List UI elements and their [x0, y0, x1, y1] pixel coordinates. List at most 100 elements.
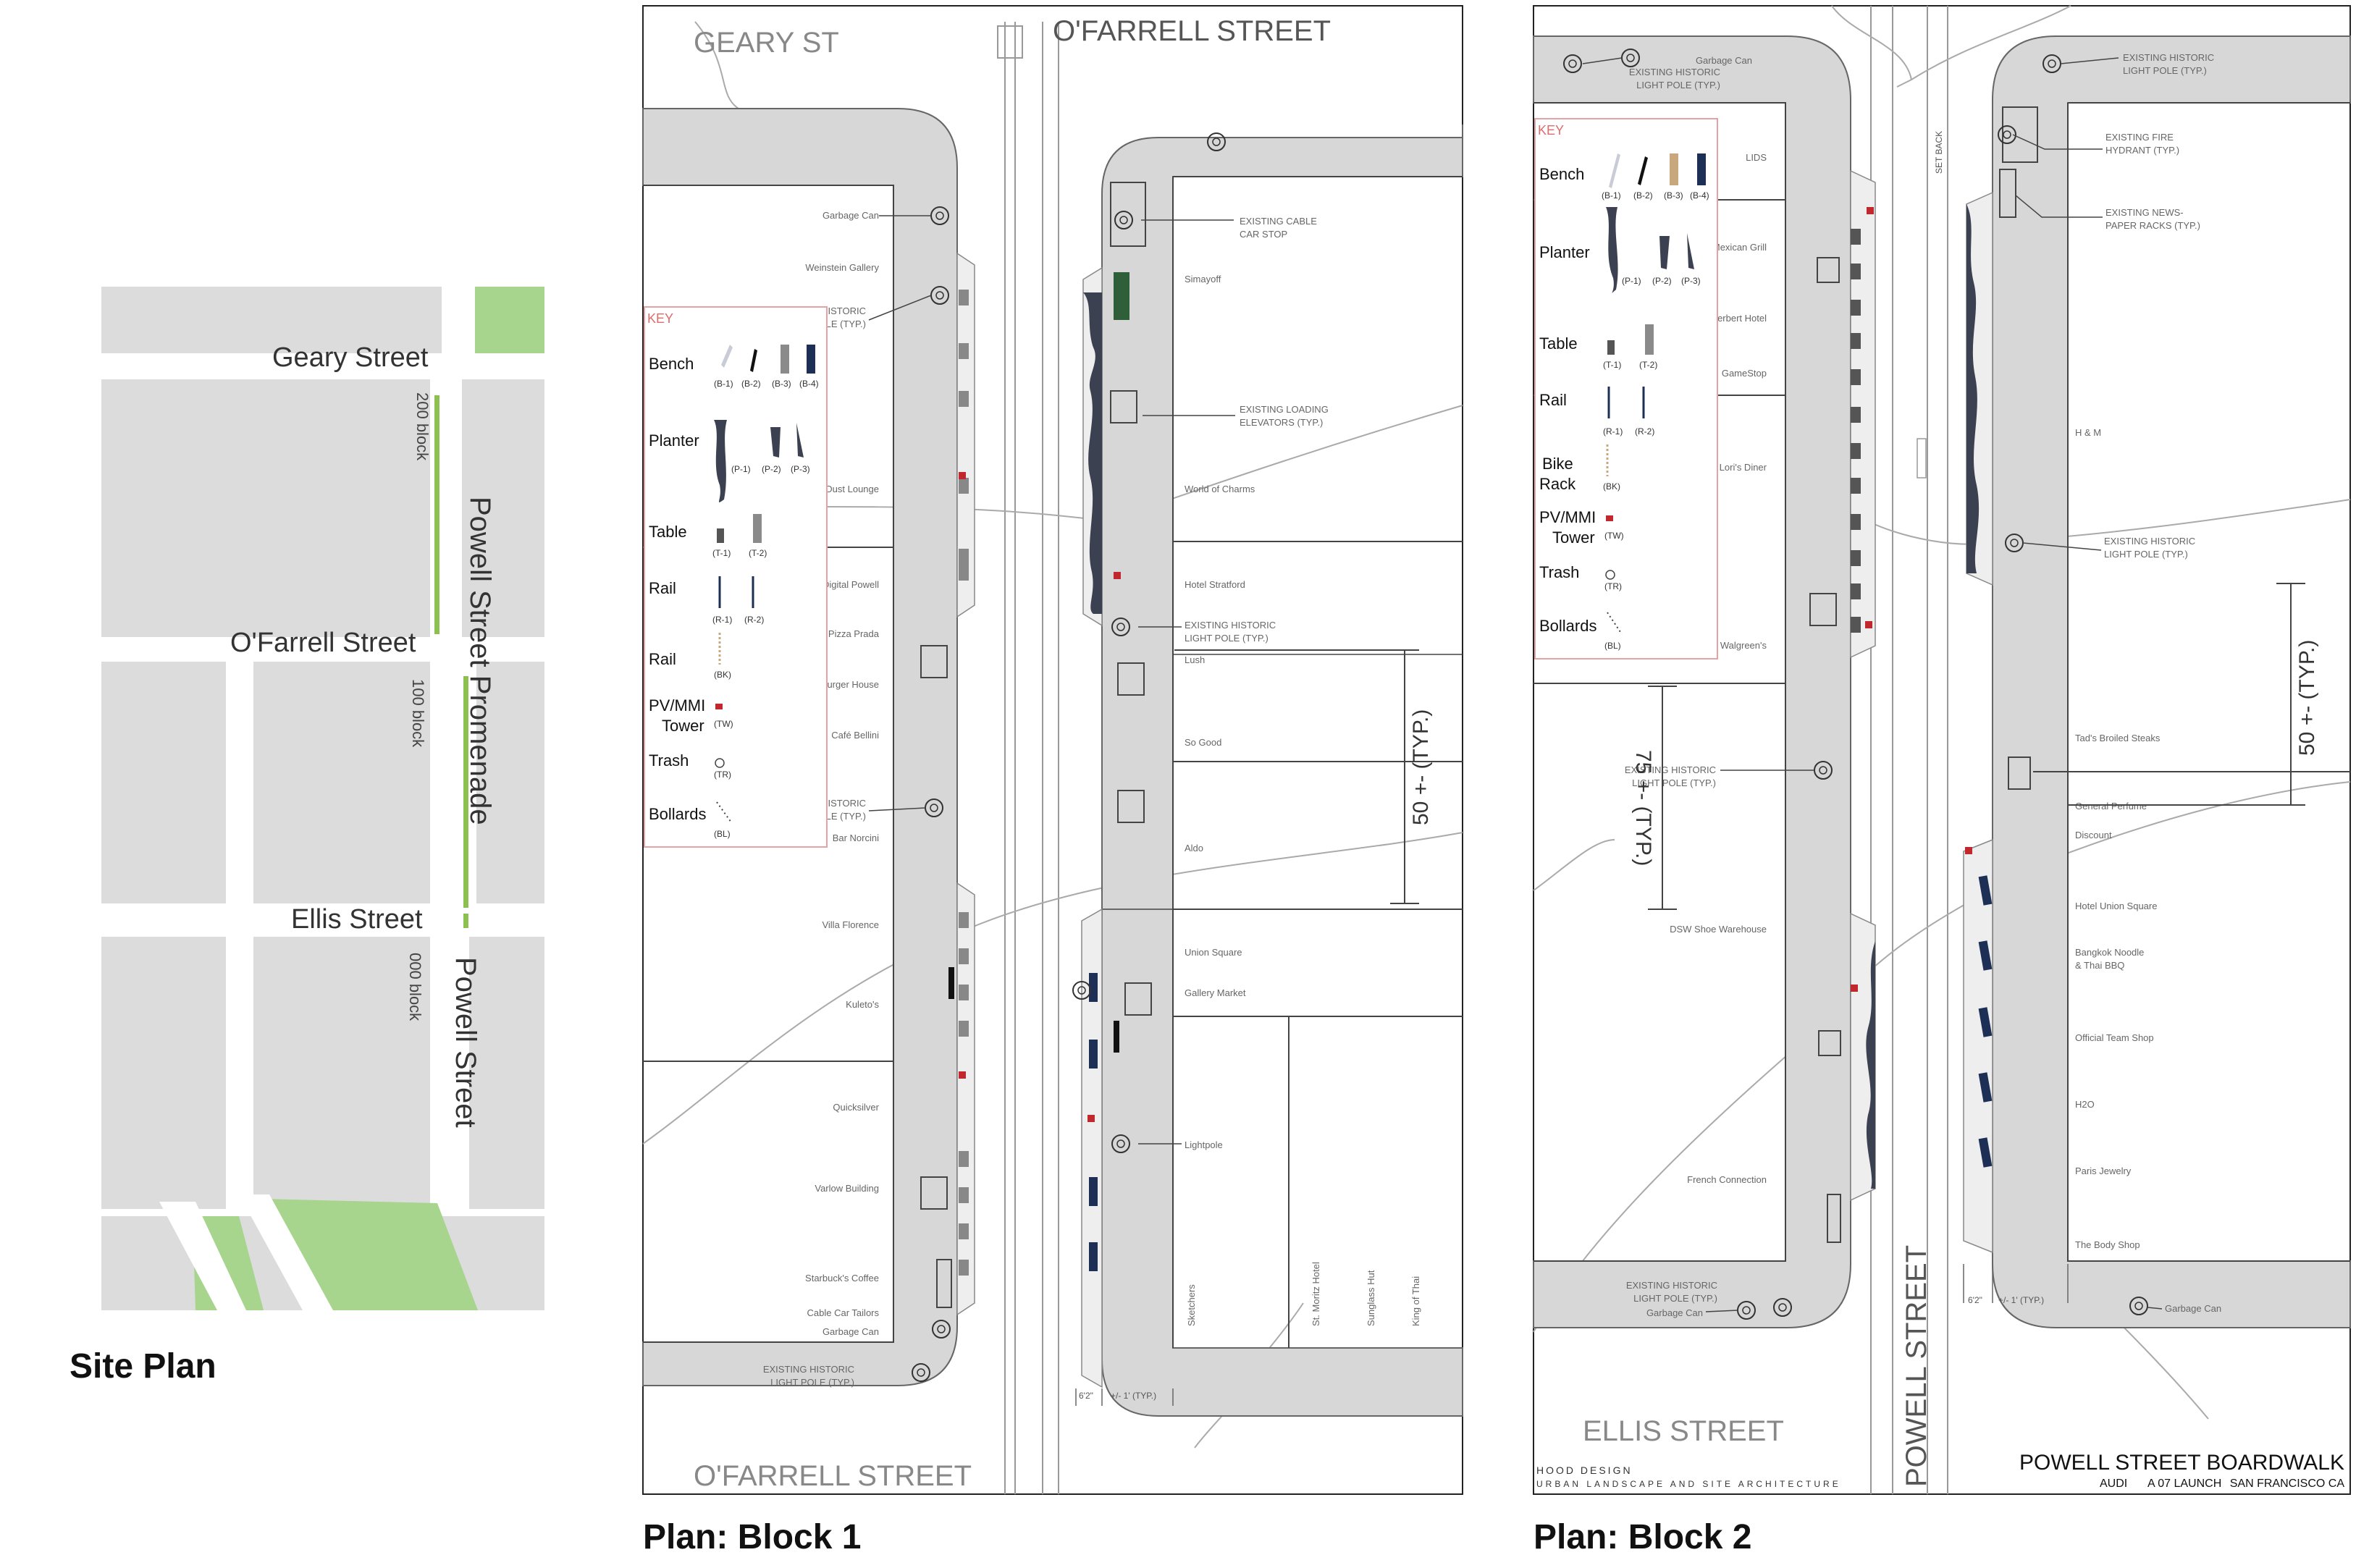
b1-dim-w62: 6'2": [1079, 1391, 1093, 1401]
b1-label-garbage2: Garbage Can: [823, 1326, 879, 1337]
b2-key-table: Table: [1539, 334, 1578, 353]
b1-label-hist3a: EXISTING HISTORIC: [763, 1364, 854, 1375]
b2-label-e-histmid2: LIGHT POLE (TYP.): [2104, 549, 2188, 560]
b2-dim-w62: 6'2": [1968, 1295, 1982, 1305]
b2-code-b3: (B-3): [1664, 190, 1683, 201]
b2-key-bike2: Rack: [1539, 475, 1576, 493]
b1-label-load1: EXISTING LOADING: [1240, 404, 1329, 415]
b1-label-lush: Lush: [1185, 654, 1205, 665]
promenade-line-100: [463, 676, 468, 908]
b1-label-cable1: EXISTING CABLE: [1240, 216, 1317, 227]
b2-label-lids: LIDS: [1746, 152, 1767, 163]
project-city: SAN FRANCISCO CA: [2230, 1478, 2345, 1490]
b2-key-bike1: Bike: [1542, 455, 1573, 473]
b1-label-digital: Digital Powell: [823, 579, 879, 590]
b1-label-charms: World of Charms: [1185, 484, 1255, 494]
block1-geary-label: GEARY ST: [694, 27, 839, 59]
b1-label-sogood: So Good: [1185, 737, 1221, 748]
b1-code-p2: (P-2): [762, 464, 781, 474]
b1-label-cafe: Café Bellini: [831, 730, 879, 741]
b2-label-e-garbage: Garbage Can: [2165, 1303, 2221, 1314]
b2-label-french: French Connection: [1687, 1174, 1767, 1185]
b2-code-r2: (R-2): [1635, 426, 1654, 437]
b1-dim-wtyp: +/- 1' (TYP.): [1111, 1391, 1156, 1401]
b2-label-gamestop: GameStop: [1722, 368, 1767, 379]
b2-dim-wtyp: +/- 1' (TYP.): [1998, 1295, 2044, 1305]
b1-label-stratford: Hotel Stratford: [1185, 579, 1245, 590]
street-label-ellis: Ellis Street: [291, 904, 423, 935]
b2-label-e-histmid1: EXISTING HISTORIC: [2104, 536, 2195, 547]
b1-code-b1: (B-1): [714, 379, 733, 389]
b1-label-pizza: Pizza Prada: [828, 628, 880, 639]
b1-key-title: KEY: [647, 311, 673, 326]
b2-code-t2: (T-2): [1639, 360, 1657, 370]
b1-label-kingthai: King of Thai: [1410, 1276, 1421, 1326]
block2-plan: ELLIS STREET POWELL STREET SET BACK Garb…: [1533, 5, 2351, 1495]
b2-dim-typ50: 50 +- (TYP.): [2295, 640, 2319, 756]
site-plan: Geary Street O'Farrell Street Ellis Stre…: [101, 287, 544, 1310]
b2-label-histbot2: LIGHT POLE (TYP.): [1633, 1293, 1717, 1304]
title-block: HOOD DESIGN URBAN LANDSCAPE AND SITE ARC…: [1536, 1451, 2344, 1490]
b2-label-union: Hotel Union Square: [2075, 901, 2157, 911]
b2-label-walgreen: Walgreen's: [1720, 640, 1767, 651]
b2-label-lori: Lori's Diner: [1720, 462, 1767, 473]
b1-label-cablecar: Cable Car Tailors: [807, 1307, 880, 1318]
promenade-line-200: [434, 395, 439, 634]
b1-label-sunglass: Sunglass Hut: [1366, 1270, 1376, 1326]
b2-key-title: KEY: [1538, 123, 1564, 138]
promenade-label: Powell Street Promenade: [464, 497, 496, 825]
b1-code-t2: (T-2): [749, 548, 767, 558]
powell-street-label: Powell Street: [450, 957, 481, 1128]
b2-code-tr: (TR): [1604, 581, 1622, 591]
b2-code-p2: (P-2): [1652, 276, 1672, 286]
b1-code-b4: (B-4): [799, 379, 819, 389]
b1-label-weinstein: Weinstein Gallery: [805, 262, 879, 273]
b1-label-hist3b: LIGHT POLE (TYP.): [770, 1377, 854, 1388]
b2-label-garbagebot: Garbage Can: [1646, 1307, 1703, 1318]
b1-label-starbucks: Starbuck's Coffee: [805, 1273, 879, 1284]
b2-dim-typ75: 75 +- (TYP.): [1631, 750, 1655, 866]
b1-code-r2: (R-2): [744, 615, 764, 625]
b2-label-news2: PAPER RACKS (TYP.): [2105, 220, 2200, 231]
b1-key-bollards: Bollards: [649, 805, 706, 823]
block1-ofarrell-bottom-label: O'FARRELL STREET: [694, 1460, 972, 1492]
b2-setback-label: SET BACK: [1934, 131, 1944, 174]
park-top-right: [475, 287, 544, 353]
b1-label-varlow: Varlow Building: [815, 1183, 879, 1194]
b1-key-pv2: Tower: [662, 717, 704, 735]
b2-code-b1: (B-1): [1602, 190, 1621, 201]
b2-label-histbot1: EXISTING HISTORIC: [1626, 1280, 1717, 1291]
b2-key-bollards: Bollards: [1539, 617, 1596, 635]
b2-code-t1: (T-1): [1603, 360, 1621, 370]
b2-label-tads: Tad's Broiled Steaks: [2075, 733, 2161, 743]
project-client: AUDI: [2100, 1478, 2127, 1490]
b1-code-p1: (P-1): [731, 464, 751, 474]
b2-key-trash: Trash: [1539, 563, 1579, 581]
b1-code-b2: (B-2): [741, 379, 761, 389]
b1-code-r1: (R-1): [712, 615, 732, 625]
b1-label-kuleto: Kuleto's: [846, 999, 879, 1010]
b1-key-trash: Trash: [649, 751, 689, 770]
b1-code-t1: (T-1): [712, 548, 731, 558]
b2-label-histmid2: LIGHT POLE (TYP.): [1632, 777, 1716, 788]
b1-label-barnorcini: Bar Norcini: [833, 833, 879, 843]
b2-key-bench: Bench: [1539, 165, 1584, 183]
b2-code-p1: (P-1): [1622, 276, 1641, 286]
b2-label-garbage: Garbage Can: [1696, 55, 1752, 66]
block1-caption: Plan: Block 1: [643, 1518, 862, 1556]
firm-tagline: URBAN LANDSCAPE AND SITE ARCHITECTURE: [1536, 1479, 1841, 1489]
b2-label-histmid1: EXISTING HISTORIC: [1625, 764, 1716, 775]
project-title: POWELL STREET BOARDWALK: [2019, 1451, 2344, 1475]
b2-label-histtop2: LIGHT POLE (TYP.): [1636, 80, 1720, 90]
b1-code-b3: (B-3): [772, 379, 791, 389]
b2-powell-label: POWELL STREET: [1901, 1245, 1932, 1487]
b2-ellis-label: ELLIS STREET: [1583, 1415, 1784, 1447]
b1-label-cable2: CAR STOP: [1240, 229, 1287, 240]
b2-label-official: Official Team Shop: [2075, 1032, 2154, 1043]
b1-label-union: Union Square: [1185, 947, 1242, 958]
b1-label-garbage1: Garbage Can: [823, 210, 879, 221]
b1-code-bl: (BL): [714, 829, 731, 839]
b2-label-h2o: H2O: [2075, 1099, 2095, 1110]
street-label-ofarrell: O'Farrell Street: [230, 628, 416, 658]
b2-code-bl: (BL): [1604, 641, 1621, 651]
